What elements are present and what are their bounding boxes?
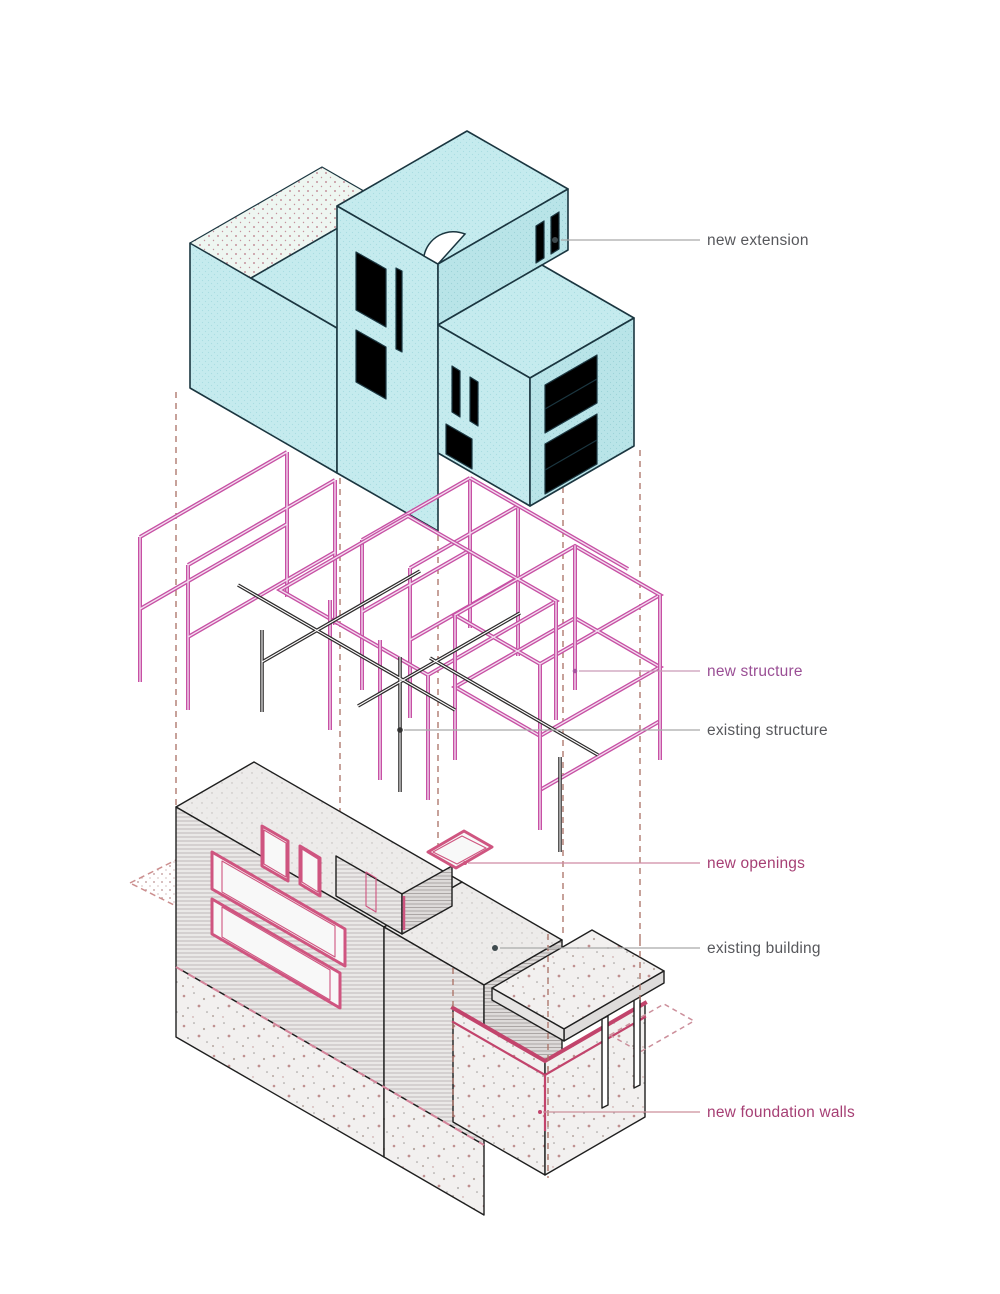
annotations: new extension new structure existing str… [397, 232, 855, 1121]
new-extension-massing [189, 130, 635, 532]
foundation-level-dashed-line [175, 966, 485, 1146]
tower-window [355, 251, 387, 328]
new-foundation-wall-outline [450, 1000, 648, 1064]
slot-window [535, 220, 545, 264]
label-new-openings: new openings [707, 855, 805, 872]
leader-dot [397, 727, 403, 733]
window-shelf-line [544, 439, 598, 471]
leader-dot [463, 861, 467, 865]
pink-columns-highlight [329, 546, 661, 830]
slab-left-edge [491, 987, 565, 1042]
leader-dot [552, 237, 558, 243]
leader-dot [492, 945, 498, 951]
label-new-extension: new extension [707, 232, 809, 249]
notch-door-opening [365, 871, 377, 913]
wing-window [445, 423, 473, 470]
black-beams-highlight [237, 570, 599, 852]
extension-curved-notch [423, 230, 467, 265]
extension-upper-right-face [437, 188, 569, 326]
new-facade-openings [210, 824, 347, 1010]
annotation-new-foundation-walls: new foundation walls [538, 1104, 855, 1121]
label-new-structure: new structure [707, 663, 803, 680]
new-structure-frames [138, 450, 665, 830]
tower-window [355, 329, 387, 400]
slot-window [550, 211, 560, 255]
roof-opening-inner [432, 835, 487, 865]
wing-slot-window [451, 365, 461, 418]
facade-window-large [210, 897, 342, 1010]
extension-tower-facade [336, 205, 439, 532]
leader-dot [572, 668, 578, 674]
roof-notch-walls [335, 855, 453, 935]
wing-open-frame-windows [544, 354, 598, 495]
roof-opening-outer [426, 829, 494, 870]
building-facade-right-concrete [383, 1086, 485, 1216]
annotation-new-structure: new structure [572, 663, 803, 680]
open-frame-window [544, 413, 598, 495]
foundation-block [450, 1000, 696, 1176]
annotation-existing-structure: existing structure [397, 722, 828, 739]
label-existing-building: existing building [707, 940, 821, 957]
slab-leg [633, 991, 641, 1089]
label-existing-structure: existing structure [707, 722, 828, 739]
pink-frame-highlight [361, 477, 519, 718]
existing-structure-beams [237, 569, 599, 852]
facade-window-small-inner [301, 848, 319, 893]
label-new-foundation-walls: new foundation walls [707, 1104, 855, 1121]
pink-frame-highlight [139, 451, 336, 710]
annotation-existing-building: existing building [492, 940, 821, 957]
annotation-new-extension: new extension [552, 232, 809, 249]
facade-window-large-inner [221, 906, 331, 1001]
leader-dot [538, 1110, 542, 1114]
structure-layer [138, 450, 665, 852]
facade-window-small-inner [263, 829, 287, 878]
notch-wall-right [401, 865, 453, 935]
window-shelf-line [544, 378, 598, 410]
pink-frame-beams [138, 450, 337, 710]
garden-slab [491, 929, 665, 1109]
annotation-new-openings: new openings [463, 855, 805, 872]
wing-slot-window [469, 376, 479, 427]
tower-slot-window [395, 267, 403, 353]
facade-window-large [210, 850, 347, 968]
new-roof-opening [426, 829, 494, 870]
existing-building-massing [128, 761, 696, 1216]
slab-leg [601, 1015, 609, 1109]
projection-guides-over [452, 934, 641, 1178]
projection-guides [175, 392, 641, 940]
facade-window-large-inner [221, 860, 336, 958]
